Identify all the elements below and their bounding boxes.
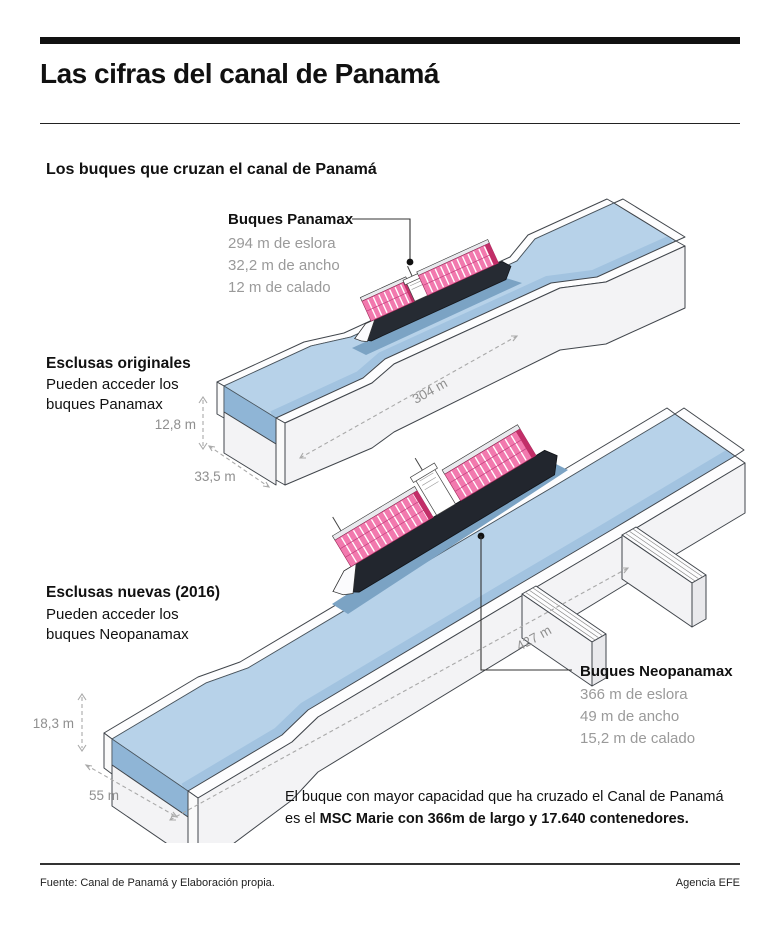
lock-gate-2 (621, 526, 707, 628)
original-entrance-base (223, 411, 277, 486)
callouts (352, 218, 572, 671)
neopanamax-label-calado: 15,2 m de calado (580, 730, 695, 747)
original-width-label: 33,5 m (194, 469, 235, 484)
panamax-callout-line (352, 218, 411, 259)
new-locks-desc2: buques Neopanamax (46, 626, 189, 643)
capacity-note: El buque con mayor capacidad que ha cruz… (285, 786, 745, 830)
original-end-wall (613, 198, 686, 242)
footer-source: Fuente: Canal de Panamá y Elaboración pr… (40, 877, 275, 889)
bridge-windows (419, 472, 439, 490)
original-entrance-far-cut (216, 381, 225, 419)
neopanamax-label-ancho: 49 m de ancho (580, 708, 679, 725)
new-water-shade (181, 448, 734, 793)
original-locks-title: Esclusas originales (46, 355, 191, 372)
neopanamax-label-title: Buques Neopanamax (580, 663, 733, 680)
panamax-shadow (352, 278, 522, 355)
note-line2-regular: es el (285, 811, 320, 827)
new-entrance-near-cut (187, 790, 199, 843)
new-near-wall-front (197, 462, 746, 843)
footer-credit: Agencia EFE (675, 877, 740, 889)
neopanamax-mast (414, 457, 423, 471)
container-row-lines (449, 437, 531, 492)
original-locks-desc1: Pueden acceder los (46, 376, 179, 393)
diagram-labels: Buques Panamax 294 m de eslora 32,2 m de… (33, 211, 733, 803)
original-entrance-near-cut (275, 417, 286, 486)
neopanamax-bow (332, 563, 357, 596)
panamax-callout-dot (406, 258, 414, 266)
lock-original-diagram (216, 198, 686, 486)
new-locks-title: Esclusas nuevas (2016) (46, 584, 220, 601)
footer-divider (40, 863, 740, 865)
containers-side (515, 428, 537, 459)
new-locks-desc1: Pueden acceder los (46, 606, 179, 623)
bridge-windows (409, 280, 423, 290)
new-entrance-far-cut (103, 732, 113, 775)
neopanamax-ship (331, 424, 558, 596)
container-stripes (450, 435, 527, 497)
container-row-line (366, 290, 413, 312)
bow-mast (332, 516, 342, 532)
container-stripes (340, 493, 429, 563)
panamax-label-calado: 12 m de calado (228, 279, 331, 296)
title-divider (40, 123, 740, 124)
container-row-line (422, 252, 495, 286)
panamax-ship (354, 239, 512, 343)
original-locks-desc2: buques Panamax (46, 396, 163, 413)
neopanamax-bridge (409, 462, 438, 484)
new-depth-label: 18,3 m (33, 716, 74, 731)
note-line1: El buque con mayor capacidad que ha cruz… (285, 789, 724, 805)
original-near-wall-front (284, 245, 686, 486)
page-title: Las cifras del canal de Panamá (40, 58, 439, 89)
panamax-mast (407, 265, 413, 277)
neopanamax-callout-line (480, 536, 572, 671)
containers-side (412, 490, 434, 520)
containers-side (484, 243, 499, 266)
original-water-shade (270, 235, 673, 419)
note-line2-bold: MSC Marie con 366m de largo y 17.640 con… (319, 811, 689, 827)
neopanamax-label-eslora: 366 m de eslora (580, 686, 688, 703)
new-width-label: 55 m (89, 788, 119, 803)
dimension-arrows (77, 335, 630, 821)
panamax-label-eslora: 294 m de eslora (228, 235, 336, 252)
panamax-bow (354, 318, 376, 343)
locks-illustration: Buques Panamax 294 m de eslora 32,2 m de… (33, 198, 746, 843)
new-end-wall (674, 407, 745, 457)
top-black-bar (40, 37, 740, 44)
original-depth-label: 12,8 m (155, 417, 196, 432)
container-row-lines (339, 499, 428, 558)
section-title: Los buques que cruzan el canal de Panamá (46, 161, 377, 178)
panamax-label-title: Buques Panamax (228, 211, 354, 228)
new-entrance-base (111, 764, 189, 843)
panamax-label-ancho: 32,2 m de ancho (228, 257, 340, 274)
